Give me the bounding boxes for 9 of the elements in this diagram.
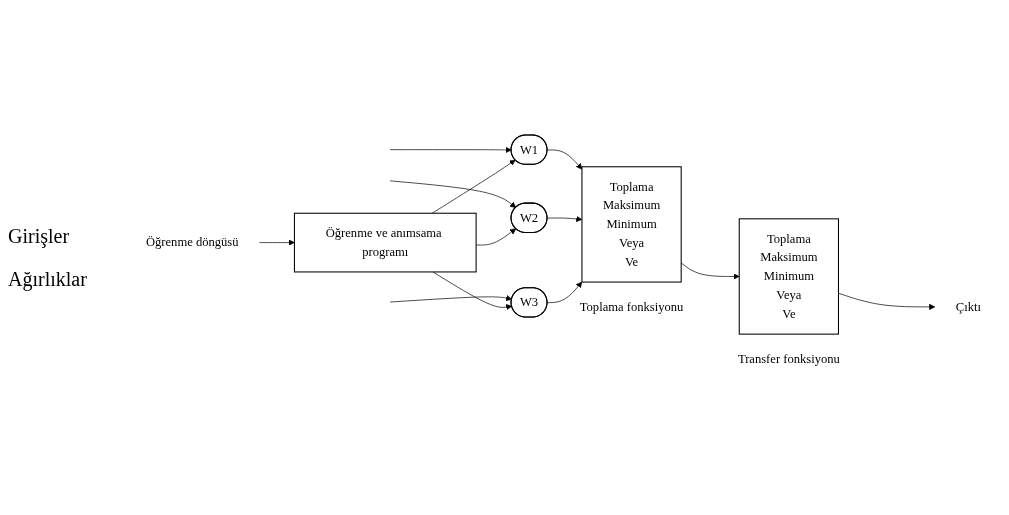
label-text: Girişler [8, 224, 71, 248]
node-label: Toplama fonksiyonu [579, 300, 684, 315]
node-box: Toplama Maksimum Minimum Veya Ve [581, 166, 682, 283]
node-box: Öğrenme ve anımsama programı [293, 212, 477, 273]
node-box: Toplama Maksimum Minimum Veya Ve [738, 218, 839, 335]
node-label: Transfer fonksiyonu [737, 352, 840, 367]
node-text: Öğrenme döngüsü [145, 235, 239, 250]
label-text: Ağırlıklar [8, 267, 88, 291]
node-text: Çıktı [955, 299, 982, 314]
